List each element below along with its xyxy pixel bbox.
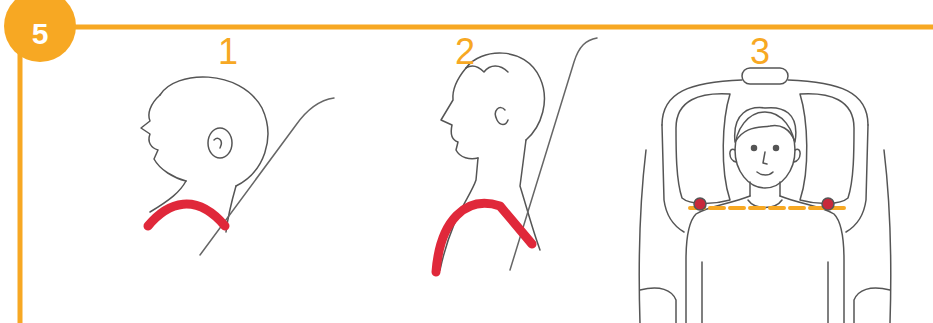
baby-profile bbox=[141, 77, 334, 255]
panel-number: 2 bbox=[455, 34, 475, 70]
panel-number: 1 bbox=[218, 34, 238, 70]
step-badge: 5 bbox=[4, 0, 76, 62]
car-seat-front bbox=[639, 68, 891, 323]
child-profile bbox=[436, 38, 597, 272]
step-number: 5 bbox=[32, 19, 49, 49]
panel-number: 3 bbox=[750, 34, 770, 70]
frame-lines bbox=[20, 27, 933, 323]
